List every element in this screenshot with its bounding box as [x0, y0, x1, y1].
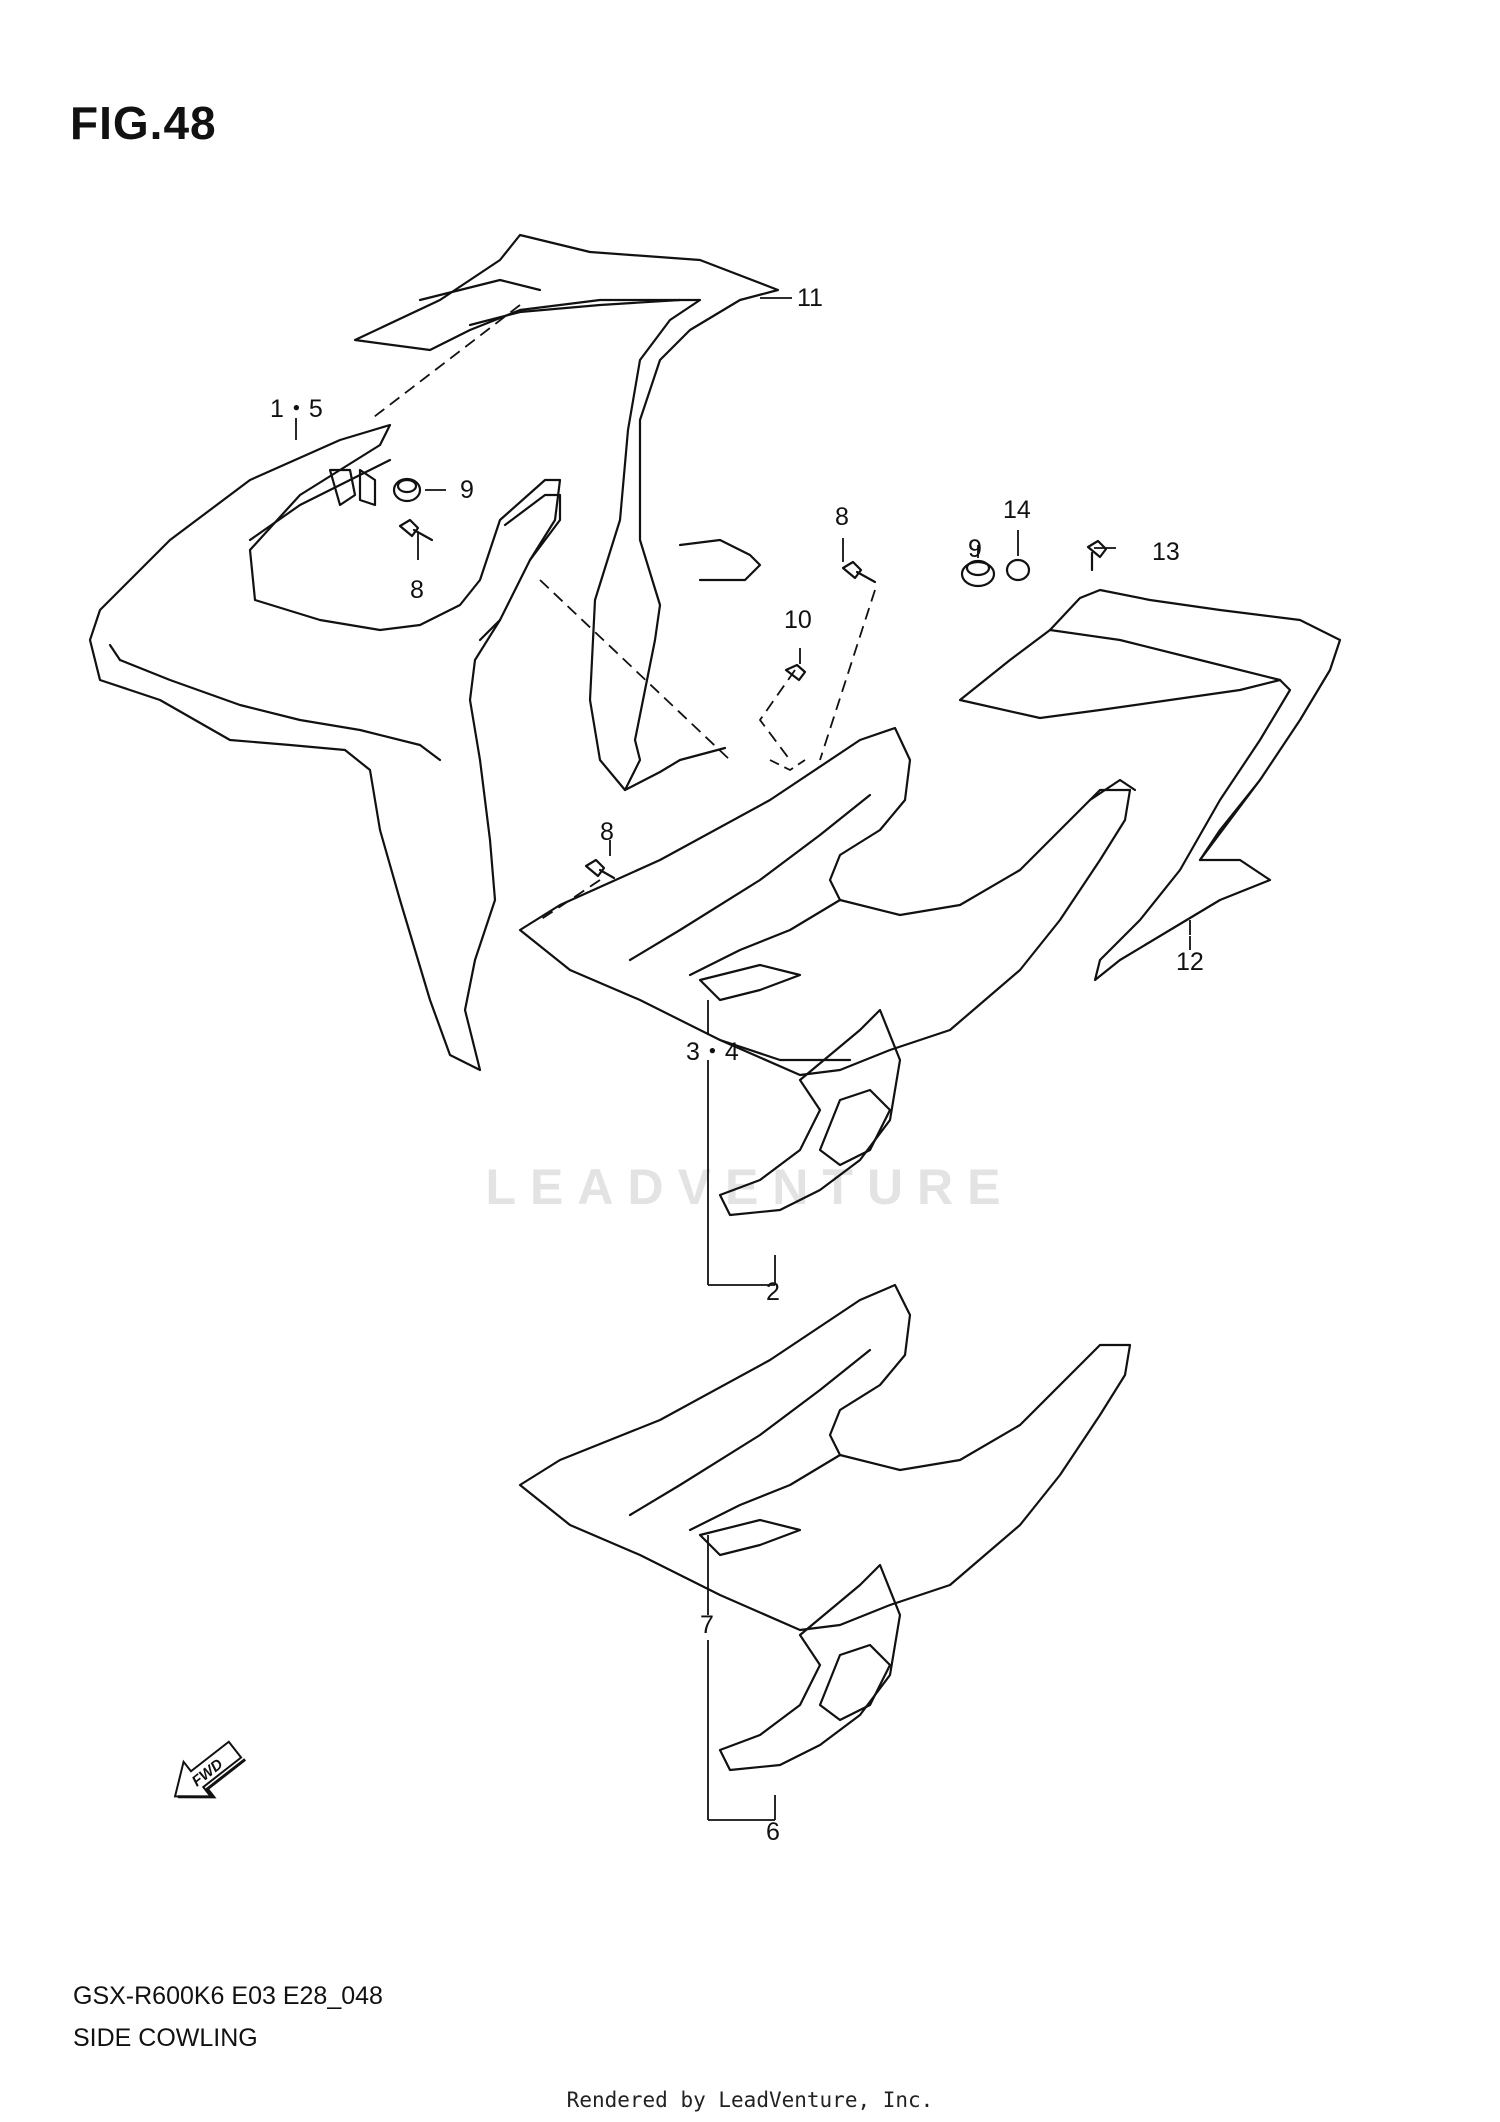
callout-1-5: 1・5: [270, 395, 323, 423]
callout-labels: 1・5 9 8 11 8 13 14 9 10 8 12 3・4 2 7 6: [270, 284, 1204, 1846]
fasteners: [392, 477, 1108, 880]
model-code: GSX-R600K6 E03 E28_048: [73, 1982, 383, 2010]
callout-8-mid: 8: [835, 503, 849, 531]
forward-arrow-icon: FWD: [173, 1740, 247, 1799]
callout-2: 2: [766, 1278, 780, 1306]
part-11-inner-panel: [353, 233, 780, 792]
part-12-right-panel: [958, 588, 1342, 982]
callout-6: 6: [766, 1818, 780, 1846]
callout-13: 13: [1152, 538, 1180, 566]
leader-lines: [295, 297, 1191, 1821]
figure-title: FIG.48: [70, 97, 217, 149]
callout-7: 7: [700, 1611, 714, 1639]
part-1-5-side-cowling: [88, 423, 562, 1072]
callout-8-low: 8: [600, 818, 614, 846]
callout-9-right: 9: [968, 535, 982, 563]
part-2-lower-cowling: [518, 726, 1137, 1217]
callout-10: 10: [784, 606, 812, 634]
callout-11: 11: [797, 284, 823, 312]
render-credit: Rendered by LeadVenture, Inc.: [566, 2088, 934, 2112]
part-6-lower-cowling: [518, 1283, 1132, 1772]
callout-3-4: 3・4: [686, 1038, 739, 1066]
callout-12: 12: [1176, 948, 1204, 976]
callout-14: 14: [1003, 496, 1031, 524]
callout-8-left: 8: [410, 576, 424, 604]
figure-name: SIDE COWLING: [73, 2024, 258, 2052]
callout-9-left: 9: [460, 476, 474, 504]
